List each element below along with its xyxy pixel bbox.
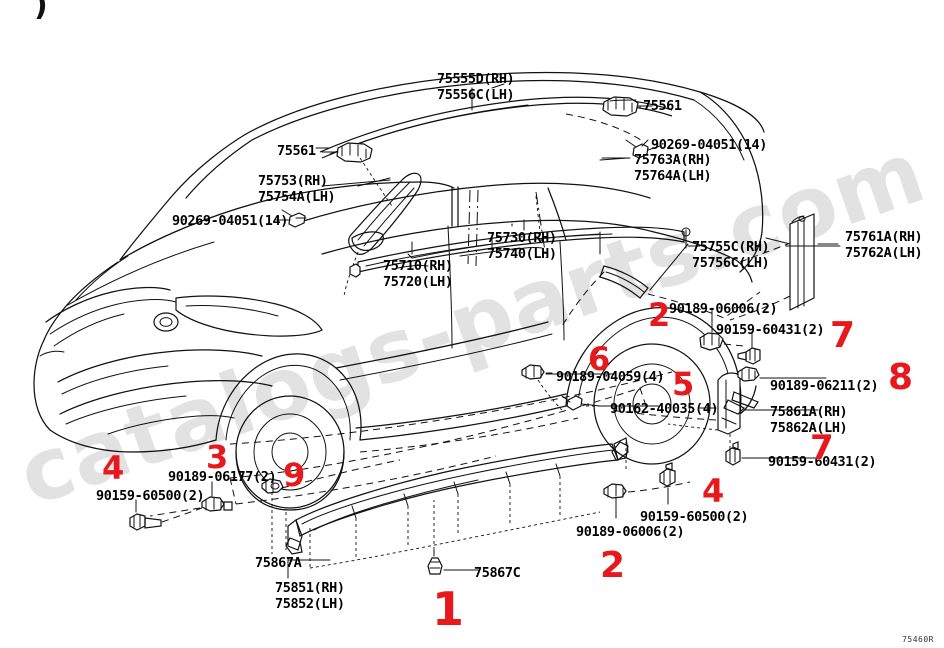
- part-label-l-75861a: 75861A(RH)75862A(LH): [770, 404, 848, 436]
- part-label-line: 75764A(LH): [634, 167, 712, 184]
- part-label-line: 90159-60500(2): [640, 509, 749, 525]
- part-label-line: 75740(LH): [487, 245, 557, 262]
- part-label-line: 75762A(LH): [845, 244, 923, 261]
- part-label-line: 90159-60500(2): [96, 488, 205, 504]
- part-label-l-90269-left: 90269-04051(14): [172, 214, 288, 229]
- part-label-l-75710: 75710(RH)75720(LH): [383, 258, 453, 290]
- quarter-moulding-75755: [561, 243, 761, 327]
- leader-lines: [135, 87, 841, 571]
- part-label-line: 75710(RH): [383, 258, 453, 274]
- fastener-90159-60431-top: [737, 333, 761, 365]
- part-label-line: 75852(LH): [275, 595, 345, 612]
- car-body-outline: [33, 71, 765, 511]
- part-label-line: 75761A(RH): [845, 229, 923, 245]
- part-label-l-90189-06177: 90189-06177(2): [168, 469, 277, 485]
- roof-drip-75763: [565, 113, 645, 161]
- part-label-l-75867c: 75867C: [474, 565, 521, 581]
- part-label-l-75555d: 75555D(RH)75556C(LH): [437, 71, 515, 103]
- fastener-90159-60500-left: [129, 499, 203, 531]
- part-label-l-75730: 75730(RH)75740(LH): [487, 230, 557, 262]
- fastener-90162-40035: [561, 395, 601, 411]
- part-label-line: 75556C(LH): [437, 86, 515, 103]
- red-index-r-1: 1: [432, 582, 465, 636]
- part-label-line: 75861A(RH): [770, 404, 848, 420]
- red-index-r-4-left: 4: [102, 449, 125, 487]
- part-label-line: 75763A(RH): [634, 152, 712, 168]
- part-label-l-90159-60431-top: 90159-60431(2): [716, 322, 825, 338]
- part-label-line: 75755C(RH): [692, 239, 770, 255]
- screw-90269-left: [275, 209, 306, 228]
- part-label-l-90189-04059: 90189-04059(4): [556, 369, 665, 385]
- fastener-75867C: [427, 500, 467, 575]
- part-label-l-75755c: 75755C(RH)75756C(LH): [692, 239, 770, 271]
- part-label-l-75851: 75851(RH)75852(LH): [275, 580, 345, 612]
- part-label-line: 90159-60431(2): [716, 322, 825, 338]
- belt-moulding-75710: [349, 226, 691, 278]
- fastener-90189-04059: [521, 364, 563, 411]
- clip-75561-left: [321, 142, 393, 207]
- part-label-l-75761a: 75761A(RH)75762A(LH): [845, 229, 923, 261]
- fastener-90189-06211: [737, 366, 767, 382]
- part-label-l-90189-06006-bot: 90189-06006(2): [576, 524, 685, 540]
- quarter-moulding-75730: [523, 195, 543, 245]
- part-label-l-75753: 75753(RH)75754A(LH): [258, 173, 336, 205]
- part-label-line: 90189-04059(4): [556, 369, 665, 385]
- fastener-75867A: [261, 459, 401, 579]
- part-label-l-75763a: 75763A(RH)75764A(LH): [634, 152, 712, 184]
- red-index-r-2-right: 2: [648, 296, 671, 334]
- part-label-line: 90189-06006(2): [576, 524, 685, 540]
- part-label-line: 75867A: [255, 555, 302, 571]
- part-label-line: 75561: [643, 98, 682, 114]
- part-label-l-75561-left: 75561: [277, 144, 316, 159]
- part-label-line: 75862A(LH): [770, 419, 848, 436]
- fastener-90159-60431-bottom: [725, 441, 765, 466]
- pillar-moulding-75753: [343, 172, 422, 297]
- part-label-line: 90159-60431(2): [768, 454, 877, 470]
- clip-75561-top: [602, 96, 653, 117]
- part-label-line: 75555D(RH): [437, 71, 515, 87]
- part-label-l-90162-40035: 90162-40035(4): [610, 401, 719, 417]
- fastener-90189-06006-top: [699, 309, 745, 351]
- red-index-r-5: 5: [672, 365, 695, 403]
- fastener-90189-06006-bottom: [603, 481, 691, 519]
- part-label-l-75867a: 75867A: [255, 555, 302, 571]
- red-index-r-8: 8: [888, 357, 914, 398]
- part-label-l-90189-06211: 90189-06211(2): [770, 378, 879, 394]
- part-label-l-90159-60431-bot: 90159-60431(2): [768, 454, 877, 470]
- red-index-r-7-bottom: 7: [810, 428, 834, 468]
- red-index-r-7-top: 7: [830, 315, 856, 356]
- part-label-line: 90162-40035(4): [610, 401, 719, 417]
- part-label-line: 75851(RH): [275, 580, 345, 596]
- part-label-l-75561-top: 75561: [643, 99, 682, 114]
- diagram-corner-code: 75460R: [902, 635, 934, 644]
- part-label-line: 75730(RH): [487, 230, 557, 246]
- part-label-line: 90189-06211(2): [770, 378, 879, 394]
- part-label-l-90269-top: 90269-04051(14): [651, 138, 767, 153]
- part-label-l-90159-60500-left: 90159-60500(2): [96, 488, 205, 504]
- part-label-line: 75720(LH): [383, 273, 453, 290]
- pillar-applique-75761: [729, 213, 839, 321]
- part-label-l-90189-06006-top: 90189-06006(2): [669, 301, 778, 317]
- part-label-line: 90189-06006(2): [669, 301, 778, 317]
- screw-90269-top: [625, 139, 661, 159]
- red-index-r-4-bottom: 4: [702, 472, 725, 510]
- part-label-line: 90189-06177(2): [168, 469, 277, 485]
- part-label-line: 75561: [277, 143, 316, 159]
- part-label-l-90159-60500-bot: 90159-60500(2): [640, 509, 749, 525]
- part-label-line: 75754A(LH): [258, 188, 336, 205]
- red-index-r-2-bottom: 2: [600, 545, 626, 586]
- red-index-r-9: 9: [283, 456, 306, 494]
- red-index-r-6: 6: [588, 340, 611, 378]
- rocker-panel-75851: [229, 387, 649, 569]
- part-label-line: 75756C(LH): [692, 254, 770, 271]
- clipped-text-fragment: ): [34, 0, 48, 23]
- part-label-line: 90269-04051(14): [172, 213, 288, 229]
- part-label-line: 75753(RH): [258, 173, 328, 189]
- part-label-line: 75867C: [474, 565, 521, 581]
- bracket-75861: [609, 372, 759, 452]
- red-index-r-3: 3: [206, 438, 229, 476]
- part-label-line: 90269-04051(14): [651, 137, 767, 153]
